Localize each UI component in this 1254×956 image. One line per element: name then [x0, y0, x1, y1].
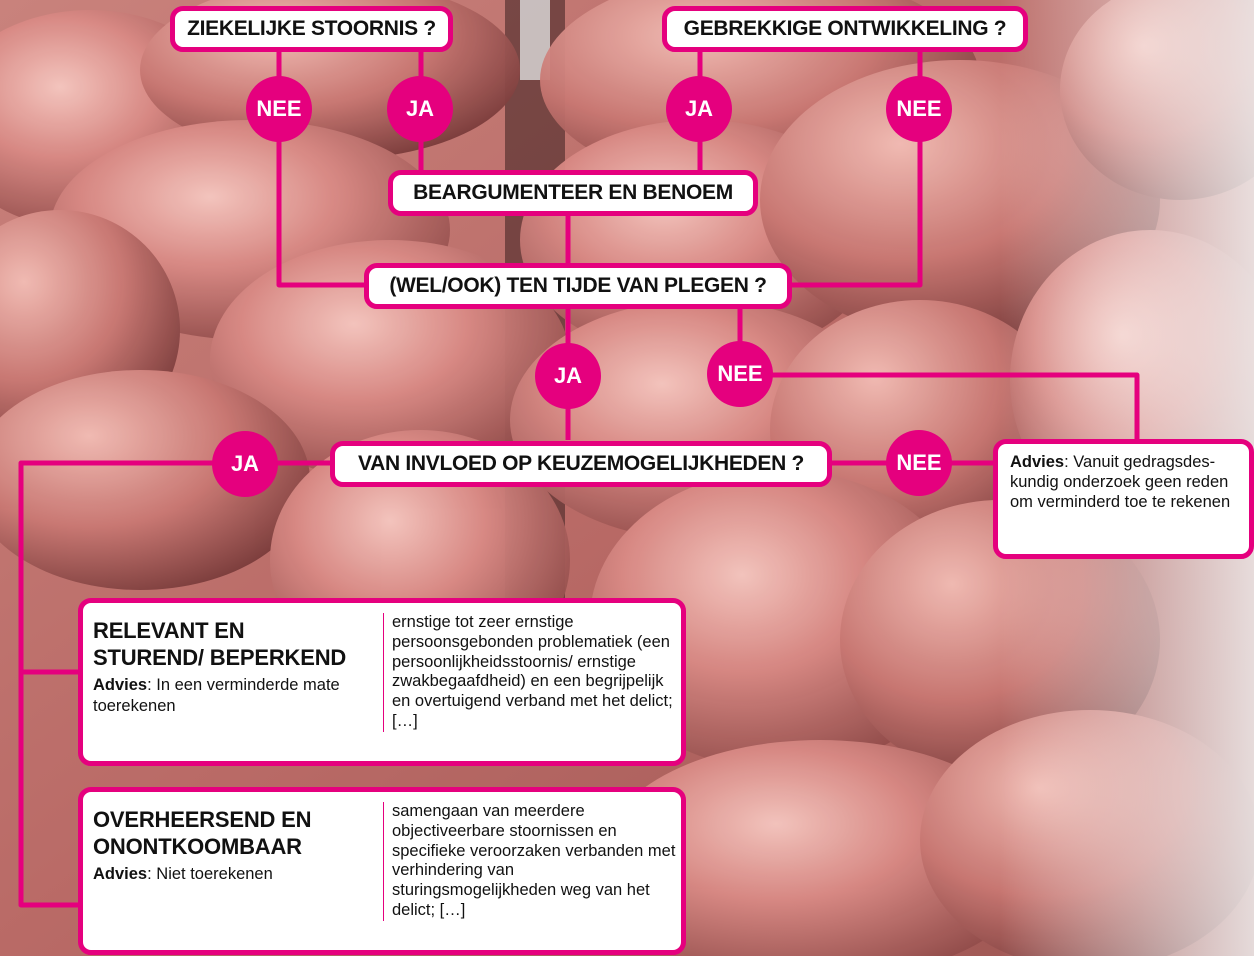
- node-gebrekkige-ontwikkeling: GEBREKKIGE ONTWIKKELING ?: [662, 6, 1028, 52]
- outcome-relevant-en-sturend-panel: RELEVANT EN STUREND/ BEPERKEND Advies: I…: [78, 598, 686, 766]
- outcome-overheersend-panel: OVERHEERSEND EN ONONTKOOMBAAR Advies: Ni…: [78, 787, 686, 955]
- advice-label: Advies: [1010, 453, 1064, 471]
- outcome-advice-label: Advies: [93, 676, 147, 694]
- answer-ja-circle: JA: [666, 76, 732, 142]
- answer-nee-circle: NEE: [246, 76, 312, 142]
- answer-ja-circle: JA: [535, 343, 601, 409]
- node-ziekelijke-stoornis: ZIEKELIJKE STOORNIS ?: [170, 6, 453, 52]
- node-van-invloed-op-keuzemogelijkheden: VAN INVLOED OP KEUZEMOGELIJKHEDEN ?: [330, 441, 832, 487]
- advice-no-reduction-box: Advies: Vanuit gedragsdes-kundig onderzo…: [993, 439, 1254, 559]
- answer-nee-circle: NEE: [707, 341, 773, 407]
- node-beargumenteer-en-benoem: BEARGUMENTEER EN BENOEM: [388, 170, 758, 216]
- node-ten-tijde-van-plegen: (WEL/OOK) TEN TIJDE VAN PLEGEN ?: [364, 263, 792, 309]
- outcome-description: ernstige tot zeer ernstige persoonsgebon…: [383, 613, 682, 732]
- outcome-title-line2: ONONTKOOMBAAR: [93, 833, 363, 860]
- answer-ja-circle: JA: [212, 431, 278, 497]
- outcome-title-line1: RELEVANT EN: [93, 617, 363, 644]
- answer-ja-circle: JA: [387, 76, 453, 142]
- outcome-title-line1: OVERHEERSEND EN: [93, 806, 363, 833]
- outcome-title-line2: STUREND/ BEPERKEND: [93, 644, 363, 671]
- outcome-advice-text: : Niet toerekenen: [147, 865, 273, 883]
- answer-nee-circle: NEE: [886, 76, 952, 142]
- outcome-advice-label: Advies: [93, 865, 147, 883]
- outcome-description: samengaan van meerdere objectiveerbare s…: [383, 802, 682, 921]
- answer-nee-circle: NEE: [886, 430, 952, 496]
